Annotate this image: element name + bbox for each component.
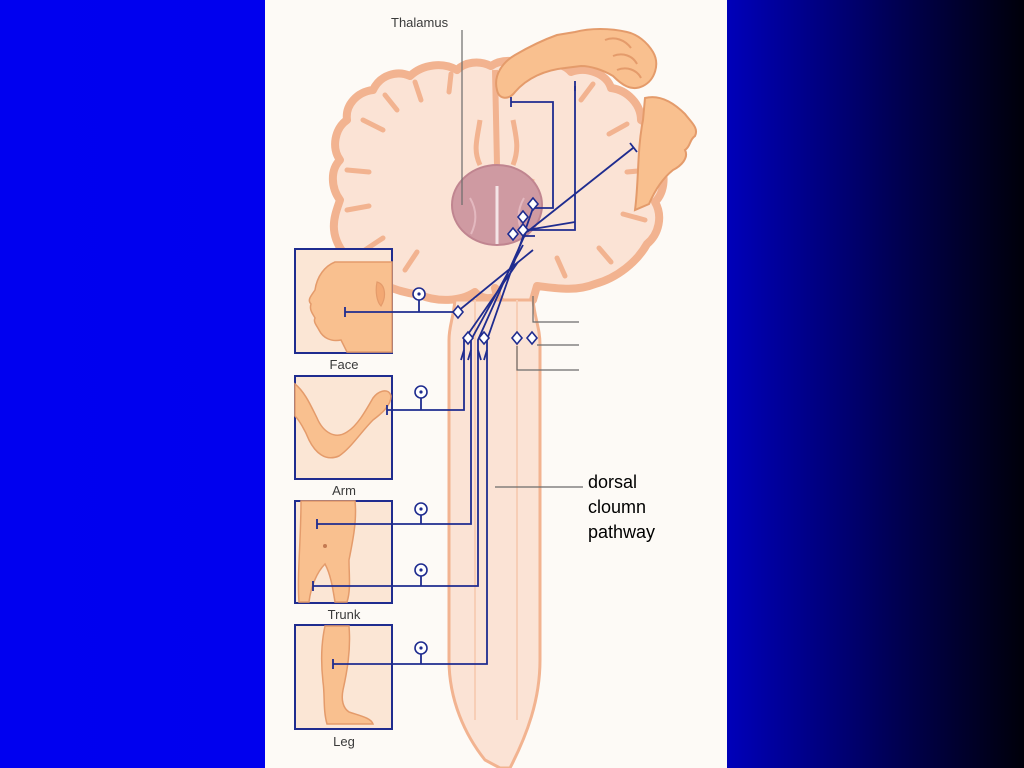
arm-box: [294, 375, 393, 480]
fiber-ticks: [312, 81, 638, 669]
dorsal-column-annotation: dorsal cloumn pathway: [588, 470, 708, 545]
figure-panel: Thalamus Face Arm Trunk Leg: [265, 0, 727, 768]
homunculus-face: [633, 96, 697, 212]
face-label: Face: [329, 357, 359, 372]
leader-lines: [461, 30, 583, 488]
arm-label: Arm: [332, 483, 356, 498]
leg-box: [294, 624, 393, 730]
ganglion-markers: [412, 287, 428, 664]
thalamus-label: Thalamus: [391, 15, 449, 30]
trunk-illustration: [297, 500, 357, 603]
annotation-line-1: dorsal: [588, 472, 638, 492]
leg-illustration: [320, 625, 375, 725]
homunculus-hand: [495, 28, 658, 99]
sensory-pathway-diagram: [294, 28, 697, 768]
brain-sulci: [344, 71, 652, 279]
trunk-box: [294, 500, 393, 604]
trunk-label: Trunk: [327, 607, 361, 622]
synapse-markers: [451, 196, 540, 346]
face-box: [294, 248, 393, 354]
annotation-line-2: cloumn: [588, 497, 647, 517]
annotation-line-3: pathway: [588, 522, 656, 542]
face-illustration: [308, 261, 393, 353]
pathway-lines: [313, 86, 634, 665]
arm-illustration: [294, 382, 392, 459]
leg-label: Leg: [333, 734, 355, 749]
